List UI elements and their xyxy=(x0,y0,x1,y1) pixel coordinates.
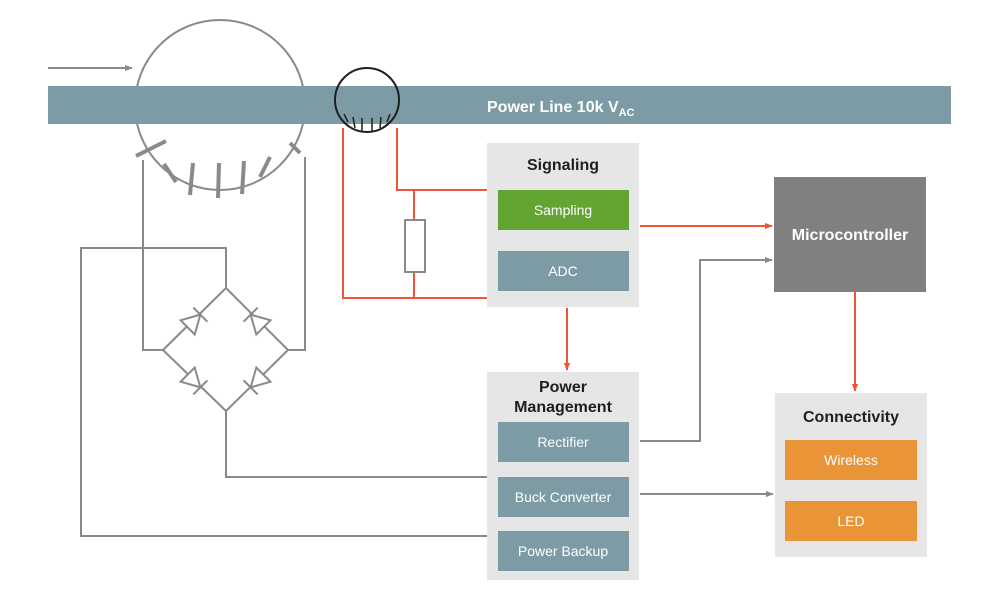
wireless-label: Wireless xyxy=(824,452,878,468)
power-management-panel: Power Management Rectifier Buck Converte… xyxy=(487,372,639,580)
connectivity-panel: Connectivity Wireless LED xyxy=(775,393,927,557)
power-management-title-line1: Power xyxy=(539,379,587,396)
adc-block xyxy=(498,251,629,291)
sampling-label: Sampling xyxy=(534,202,592,218)
sensor-coil xyxy=(334,67,400,133)
shunt-resistor xyxy=(404,219,426,273)
led-label: LED xyxy=(837,513,864,529)
diodes xyxy=(178,306,273,396)
connectivity-title: Connectivity xyxy=(803,409,899,426)
buck-converter-label: Buck Converter xyxy=(515,489,612,505)
power-line: Power Line 10k VAC xyxy=(48,86,951,124)
block-connections xyxy=(563,222,859,498)
rectifier-label: Rectifier xyxy=(537,434,589,450)
signaling-title: Signaling xyxy=(527,157,599,174)
signaling-panel: Signaling Sampling ADC xyxy=(487,143,639,307)
adc-label: ADC xyxy=(548,263,578,279)
power-line-label: Power Line 10k VAC xyxy=(487,99,635,119)
rectifier-to-mcu-arrow xyxy=(640,256,773,442)
led-block xyxy=(785,501,917,541)
wireless-block xyxy=(785,440,917,480)
signal-wiring xyxy=(342,128,487,299)
power-backup-block xyxy=(498,531,629,571)
sampling-block xyxy=(498,190,629,230)
microcontroller-label: Microcontroller xyxy=(792,227,908,244)
ct-winding xyxy=(135,139,302,199)
power-backup-label: Power Backup xyxy=(518,543,608,559)
buck-converter-block xyxy=(498,477,629,517)
microcontroller-block: Microcontroller xyxy=(774,177,926,292)
rectifier-block xyxy=(498,422,629,462)
power-management-title-line2: Management xyxy=(514,399,612,416)
bridge-rectifier-wiring xyxy=(80,157,487,537)
power-line-bar xyxy=(48,86,951,124)
